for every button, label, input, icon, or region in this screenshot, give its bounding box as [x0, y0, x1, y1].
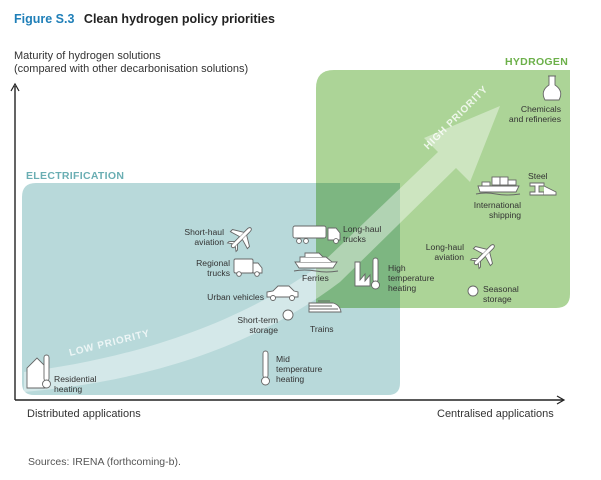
priority-arrow: [24, 106, 500, 392]
circle-icon: [282, 309, 294, 321]
label-residential-heating: Residential heating: [54, 374, 97, 394]
label-trains: Trains: [310, 324, 334, 334]
y-axis-label-line2: (compared with other decarbonisation sol…: [14, 63, 249, 75]
car-icon: [266, 285, 299, 301]
hydrogen-label: HYDROGEN: [505, 56, 569, 68]
label-mid-temp-heating: Mid temperature heating: [276, 354, 323, 384]
y-axis-label: Maturity of hydrogen solutions (compared…: [14, 50, 248, 76]
label-chemicals: Chemicals and refineries: [508, 104, 561, 124]
y-axis-label-line1: Maturity of hydrogen solutions: [14, 50, 161, 62]
train-icon: [308, 300, 342, 313]
label-high-temp-heating: High temperature heating: [388, 263, 435, 293]
label-ferries: Ferries: [302, 273, 329, 283]
label-regional-trucks: Regional trucks: [196, 258, 230, 278]
airplane-icon: [469, 244, 495, 270]
cargo-ship-icon: [475, 176, 521, 196]
house-thermometer-icon: [26, 354, 51, 389]
label-long-haul-aviation: Long-haul aviation: [425, 242, 464, 262]
x-axis-arrowhead: [556, 395, 566, 405]
truck-icon: [292, 225, 341, 244]
figure-title: Figure S.3 Clean hydrogen policy priorit…: [14, 12, 275, 26]
airplane-icon: [226, 227, 252, 253]
figure-name: Clean hydrogen policy priorities: [83, 12, 275, 26]
steel-beam-icon: [529, 182, 557, 196]
thermometer-icon: [261, 350, 270, 386]
label-short-term-storage: Short-term storage: [237, 315, 278, 335]
label-urban-vehicles: Urban vehicles: [207, 292, 264, 302]
overlap-region: [316, 183, 400, 308]
label-shipping: International shipping: [473, 200, 521, 220]
label-steel: Steel: [528, 171, 548, 181]
ferry-icon: [293, 252, 339, 273]
y-axis-arrowhead: [10, 82, 20, 92]
electrification-label: ELECTRIFICATION: [26, 170, 125, 182]
factory-thermometer-icon: [354, 257, 380, 290]
x-axis-right-label: Centralised applications: [437, 408, 554, 420]
source-note: Sources: IRENA (forthcoming-b).: [28, 456, 181, 468]
x-axis-left-label: Distributed applications: [27, 408, 141, 420]
circle-icon: [467, 285, 479, 297]
figure-number: Figure S.3: [14, 12, 75, 26]
label-seasonal-storage: Seasonal storage: [483, 284, 519, 304]
label-long-haul-trucks: Long-haul trucks: [343, 224, 382, 244]
flask-icon: [542, 75, 562, 101]
van-icon: [233, 258, 263, 277]
label-short-haul-aviation: Short-haul aviation: [184, 227, 224, 247]
